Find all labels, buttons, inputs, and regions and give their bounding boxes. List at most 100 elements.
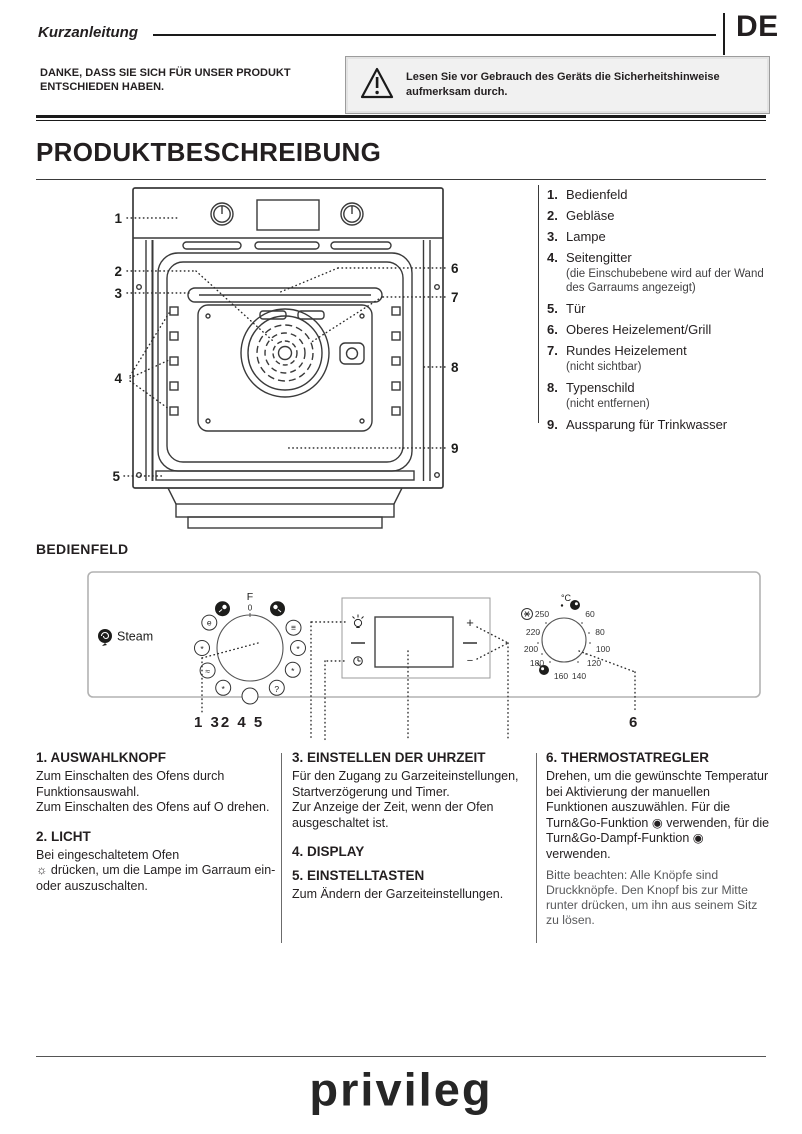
control-panel-title: BEDIENFELD [36, 541, 129, 557]
section-heading: 2. LICHT [36, 828, 91, 844]
part-row: 3. Lampe [547, 229, 775, 245]
part-number: 1. [547, 187, 558, 202]
callout-2: 2 [114, 264, 122, 279]
section-heading: 3. EINSTELLEN DER UHRZEIT [292, 750, 486, 765]
steam-label: Steam [117, 630, 153, 644]
minus-button[interactable]: − [467, 655, 473, 667]
side-rails [169, 306, 401, 416]
panel-callout-left: 1 32 4 5 [194, 714, 265, 731]
selector-f-label: F [247, 591, 253, 603]
temp-120: 120 [587, 658, 601, 668]
callout-leader-lines [123, 217, 446, 477]
section-body: Drehen, um die gewünschte Temperatur bei… [546, 769, 770, 861]
part-row: 7.Rundes Heizelement [547, 343, 775, 359]
column-divider-1 [281, 753, 282, 943]
clock-button[interactable] [353, 656, 363, 666]
hot-air-function-icon [194, 640, 210, 656]
svg-text:e: e [207, 618, 212, 628]
part-label: Typenschild [566, 380, 635, 396]
header-divider [723, 13, 725, 55]
plus-button[interactable]: + [466, 615, 474, 630]
steam-function-icon [199, 662, 216, 679]
title-rule [36, 179, 766, 180]
part-number: 9. [547, 416, 558, 432]
callout-5: 5 [112, 469, 120, 484]
part-number: 3. [547, 229, 558, 245]
thermostat-knob[interactable]: °C 250 220 200 180 160 140 120 10 [521, 593, 611, 681]
temp-140: 140 [572, 671, 586, 681]
temp-200: 200 [524, 644, 538, 654]
footer-rule [36, 1056, 766, 1057]
svg-text:≈: ≈ [205, 666, 210, 676]
svg-text:?: ? [274, 684, 279, 694]
section-body: Zum Einschalten des Ofens durch Funktion… [36, 769, 270, 814]
part-label: Lampe [566, 229, 606, 245]
eco-function-icon [201, 614, 218, 631]
fan [240, 308, 330, 398]
turbo-grill-function-icon [284, 661, 301, 678]
lamp-button[interactable] [352, 614, 364, 628]
thermostat-steam-icon [521, 608, 533, 620]
thanks-text: DANKE, DASS SIE SICH FÜR UNSER PRODUKT E… [40, 67, 291, 94]
section-rule-thick [36, 115, 766, 121]
part-label: Bedienfeld [566, 187, 628, 202]
oven-knob-left [210, 202, 234, 226]
temp-160: 160 [554, 671, 568, 681]
turn-and-go-icon [215, 601, 230, 617]
column-divider-2 [536, 753, 537, 943]
callout-7: 7 [451, 290, 459, 305]
celsius-label: °C [561, 593, 572, 603]
part-row: 6.Oberes Heizelement/Grill [547, 322, 775, 338]
svg-text:*: * [200, 644, 204, 654]
section-body: Zum Ändern der Garzeiteinstellungen. [292, 887, 504, 901]
temp-60: 60 [585, 609, 595, 619]
callout-9: 9 [451, 441, 459, 456]
column-uhrzeit-display-tasten: 3. EINSTELLEN DER UHRZEIT Für den Zugang… [292, 750, 532, 916]
part-note: (nicht entfernen) [566, 398, 650, 411]
fan-grill-function-icon [290, 640, 306, 656]
display-screen [374, 616, 454, 668]
section-heading: 4. DISPLAY [292, 844, 365, 859]
selector-knob[interactable]: F 0 ≡ * [194, 591, 306, 705]
doc-title: Kurzanleitung [38, 24, 138, 41]
part-note: (die Einschubebene wird auf der Wand des… [566, 268, 764, 295]
part-label: Aussparung für Trinkwasser [566, 416, 728, 432]
part-number: 4. [547, 250, 558, 266]
part-label: Oberes Heizelement/Grill [566, 322, 712, 338]
callout-6: 6 [451, 261, 459, 276]
column-thermostatregler: 6. THERMOSTATREGLER Drehen, um die gewün… [546, 750, 770, 929]
brand-logo: privileg [309, 1063, 493, 1116]
language-code: DE [736, 10, 779, 43]
part-row: 1. Bedienfeld [547, 187, 775, 203]
temp-250: 250 [535, 609, 549, 619]
svg-text:*: * [291, 666, 295, 676]
page-title: PRODUKTBESCHREIBUNG [36, 137, 382, 167]
callout-3: 3 [114, 286, 122, 301]
temp-180: 180 [530, 658, 544, 668]
section-heading: 6. THERMOSTATREGLER [546, 750, 710, 765]
push-knob-note: Bitte beachten: Alle Knöpfe sind Druckkn… [546, 868, 758, 928]
part-label: Seitengitter [566, 250, 632, 266]
section-body: Für den Zugang zu Garzeiteinstellungen, … [292, 769, 519, 830]
panel-leader-lines [201, 621, 636, 741]
part-label: Rundes Heizelement [566, 343, 687, 359]
grill-function-icon [285, 619, 302, 636]
thermostat-turn-and-go-icon [560, 600, 580, 610]
temp-100: 100 [596, 644, 610, 654]
column-auswahlknopf: 1. AUSWAHLKNOPF Zum Einschalten des Ofen… [36, 750, 282, 907]
warning-triangle-icon [359, 66, 395, 105]
grill-element [187, 287, 383, 303]
part-row: 8.Typenschild [547, 380, 775, 396]
special-function-icon [268, 679, 285, 696]
oven-display-cluster: + − [341, 597, 491, 679]
section-heading: 5. EINSTELLTASTEN [292, 868, 425, 883]
steam-logo: Steam [98, 629, 153, 646]
part-row: 9. Aussparung für Trinkwasser [547, 417, 775, 433]
off-position-icon [241, 687, 259, 705]
section-heading: 1. AUSWAHLKNOPF [36, 750, 167, 765]
header-rule [153, 34, 716, 36]
svg-text:*: * [296, 644, 300, 654]
turn-and-go-steam-icon [270, 601, 285, 617]
svg-text:≡: ≡ [291, 623, 296, 633]
callout-8: 8 [451, 360, 459, 375]
